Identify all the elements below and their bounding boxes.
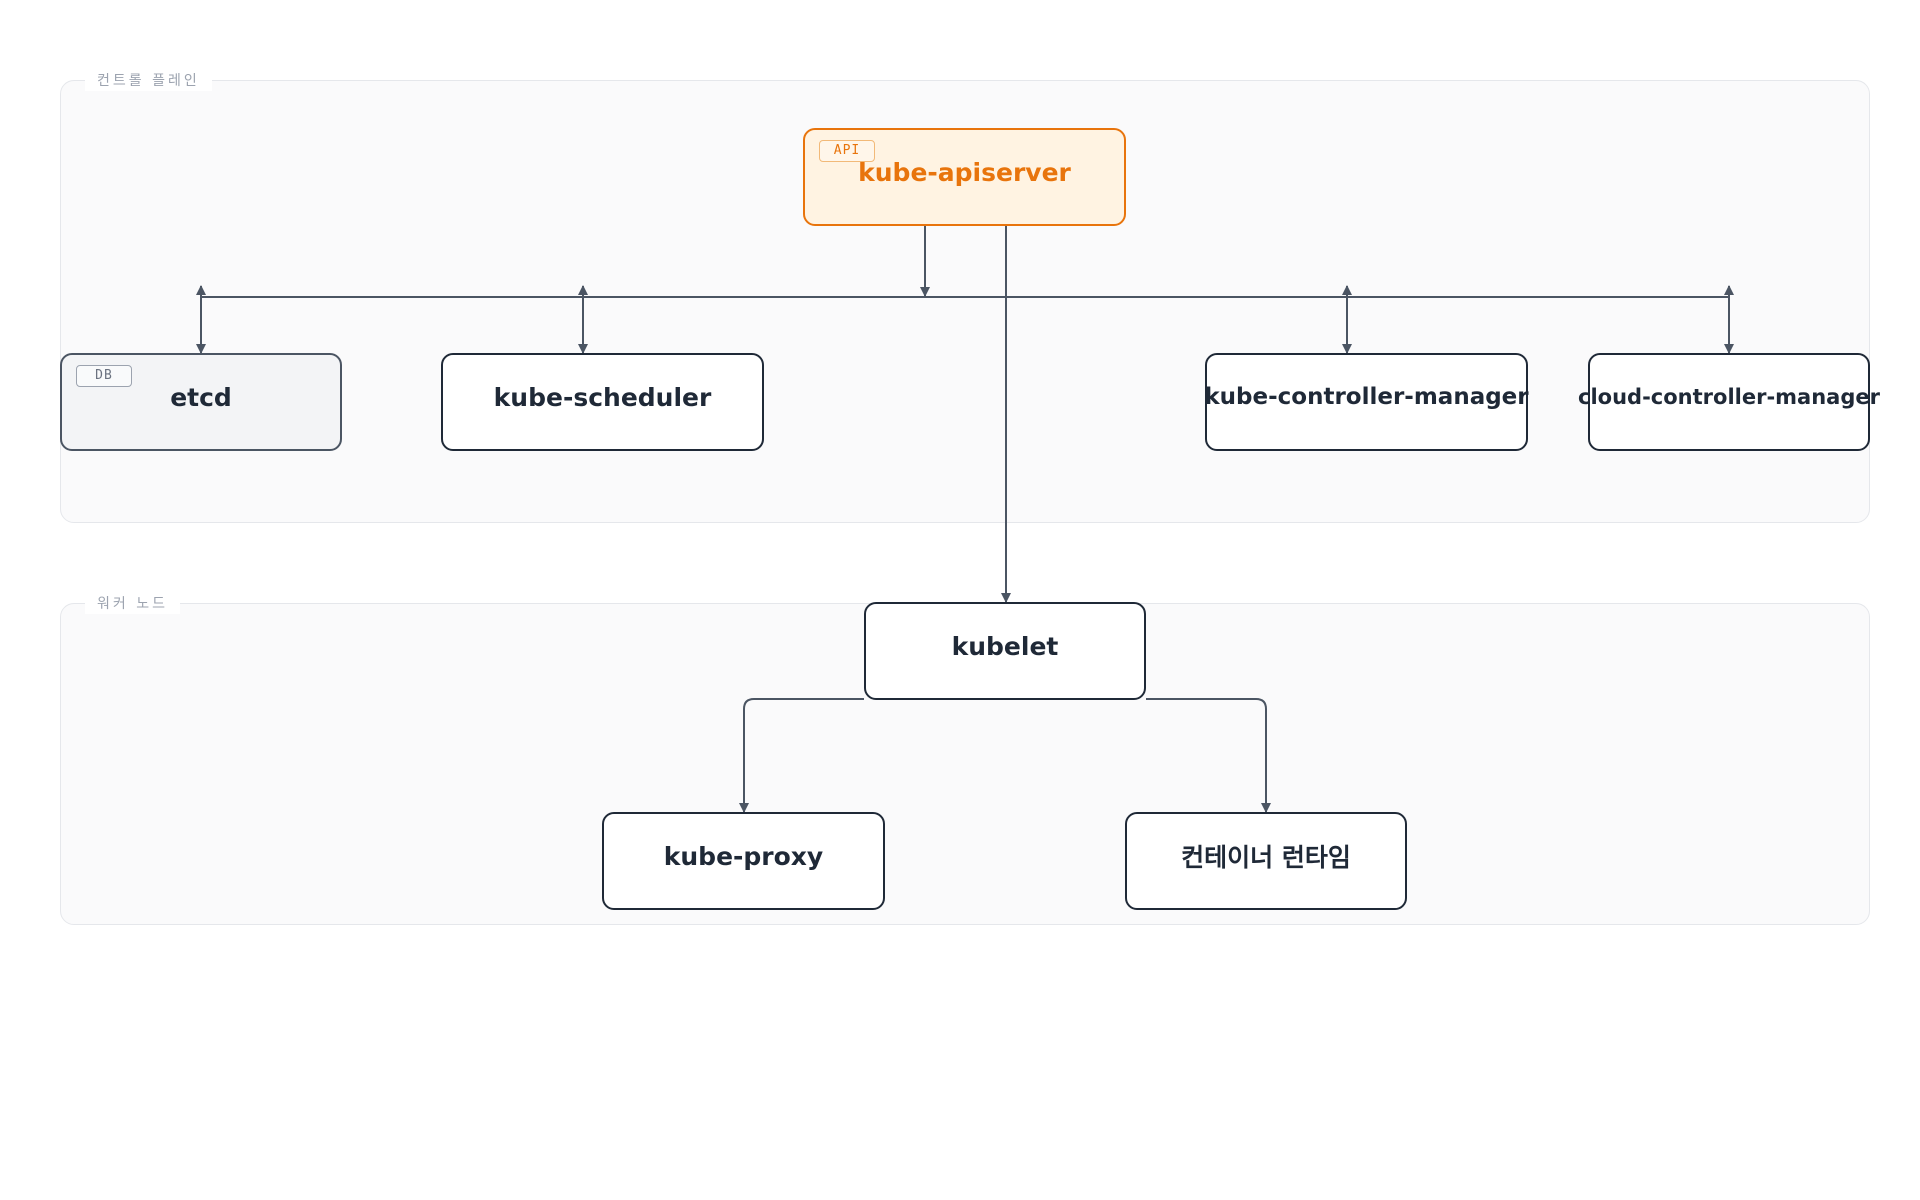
kubelet-to-kube-proxy-edge [739, 698, 864, 813]
kube-proxy-label: kube-proxy [663, 841, 824, 871]
etcd-node[interactable]: DB etcd [60, 353, 342, 451]
kubelet-node[interactable]: kubelet [864, 602, 1146, 700]
kube-apiserver-label: kube-apiserver [858, 157, 1071, 187]
worker-node-label: 워커 노드 [85, 594, 180, 614]
kube-controller-manager-node[interactable]: kube-controller-manager [1204, 353, 1529, 451]
kubelet-label: kubelet [951, 631, 1059, 661]
kube-apiserver-node[interactable]: API kube-apiserver [803, 128, 1126, 226]
kube-proxy-node[interactable]: kube-proxy [602, 812, 885, 910]
control-plane-label: 컨트롤 플레인 [85, 71, 212, 91]
cloud-controller-manager-label: cloud-controller-manager [1578, 385, 1880, 409]
api-tag: API [819, 140, 875, 162]
kube-scheduler-label: kube-scheduler [493, 382, 712, 412]
kube-controller-manager-label: kube-controller-manager [1204, 384, 1529, 410]
container-runtime-node[interactable]: 컨테이너 런타임 [1125, 812, 1407, 910]
container-runtime-label: 컨테이너 런타임 [1181, 843, 1351, 872]
kube-scheduler-node[interactable]: kube-scheduler [441, 353, 764, 451]
kubelet-to-container-runtime-edge [1146, 698, 1271, 813]
cloud-controller-manager-node[interactable]: cloud-controller-manager [1578, 353, 1880, 451]
db-tag: DB [76, 365, 132, 387]
etcd-label: etcd [170, 382, 232, 412]
